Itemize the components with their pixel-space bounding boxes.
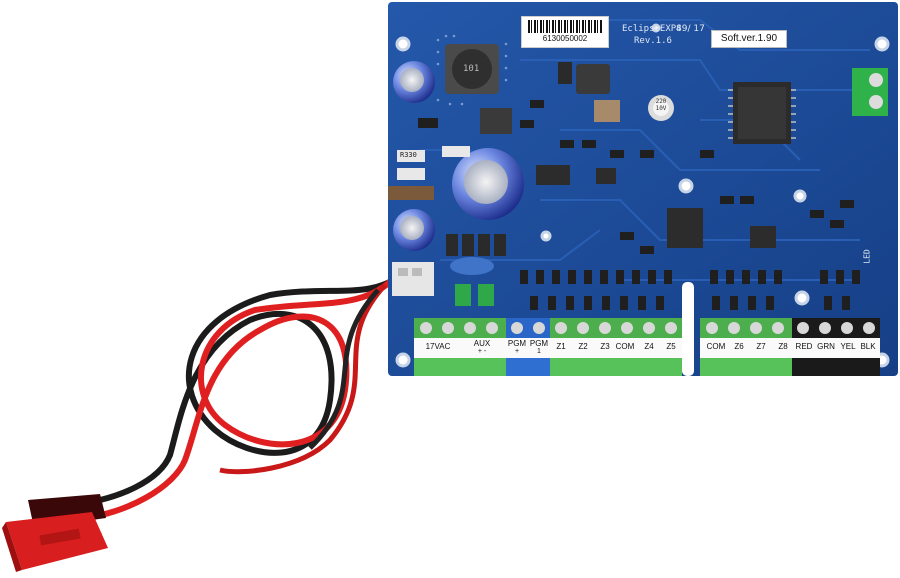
pcb-board [388, 2, 898, 376]
terminal-label-z2: Z2 [578, 342, 588, 351]
small-inductor [576, 64, 610, 94]
led-marking: LED [862, 249, 872, 264]
terminal-sub-pgm-plus: + [514, 348, 520, 355]
terminal-label-com-right: COM [706, 342, 726, 351]
terminal-label-z8: Z8 [778, 342, 788, 351]
board-revision-silkscreen: Rev.1.6 [634, 36, 672, 46]
capacitor-marking: 220 10V [655, 98, 667, 112]
capacitor-left [393, 209, 435, 251]
resistor-marking: R330 [400, 151, 417, 159]
capacitor-top-left [393, 61, 435, 103]
blue-ceramic-capacitor [450, 257, 494, 275]
serial-sticker: 6130050002 [521, 16, 609, 48]
ic-chip-2 [667, 208, 703, 248]
mounting-holes [395, 23, 890, 368]
capacitor-large [452, 148, 524, 220]
capacitor-small [648, 95, 674, 121]
ic-chip-3 [536, 165, 570, 185]
barcode-icon [528, 20, 602, 33]
terminal-label-pgm-plus: PGM [507, 339, 527, 348]
terminal-label-blk: BLK [860, 342, 876, 351]
ic-chip-4 [750, 226, 776, 248]
smd-components [418, 100, 860, 310]
serial-number: 6130050002 [542, 34, 588, 43]
fuse-1 [455, 284, 471, 306]
inductor-marking: 101 [463, 64, 480, 74]
software-version-sticker: Soft.ver.1.90 [711, 30, 787, 48]
red-plug-connector [2, 494, 108, 572]
terminal-label-z3: Z3 [600, 342, 610, 351]
terminal-label-pgm-1: PGM [529, 339, 549, 348]
terminal-sub-aux: + - [477, 348, 487, 355]
terminal-sub-pgm-1: 1 [537, 348, 541, 355]
terminal-label-com: COM [615, 342, 635, 351]
terminal-label-z5: Z5 [666, 342, 676, 351]
terminal-label-red: RED [795, 342, 813, 351]
terminal-label-z1: Z1 [556, 342, 566, 351]
batch-marking: 49/ 17 [676, 24, 705, 34]
wire-connector-header [392, 262, 434, 296]
diode-row [446, 234, 506, 256]
fuse-2 [478, 284, 494, 306]
terminal-label-z6: Z6 [734, 342, 744, 351]
ic-chip-5 [596, 168, 616, 184]
terminal-label-aux: AUX [473, 339, 491, 348]
wire-red [67, 277, 395, 523]
terminal-label-yel: YEL [840, 342, 856, 351]
power-cable [67, 272, 403, 523]
via-pattern [436, 34, 508, 106]
two-pin-terminal [852, 68, 888, 116]
resistors [388, 146, 470, 200]
power-inductor [445, 44, 499, 94]
terminal-block-tops [414, 318, 880, 376]
terminal-label-z7: Z7 [756, 342, 766, 351]
terminal-label-z4: Z4 [644, 342, 654, 351]
board-model-silkscreen: EclipseEXP8 [622, 24, 682, 34]
terminal-label-17vac: 17VAC [425, 342, 451, 351]
wire-black [67, 272, 403, 508]
terminal-label-grn: GRN [817, 342, 835, 351]
microcontroller-chip [728, 82, 796, 144]
